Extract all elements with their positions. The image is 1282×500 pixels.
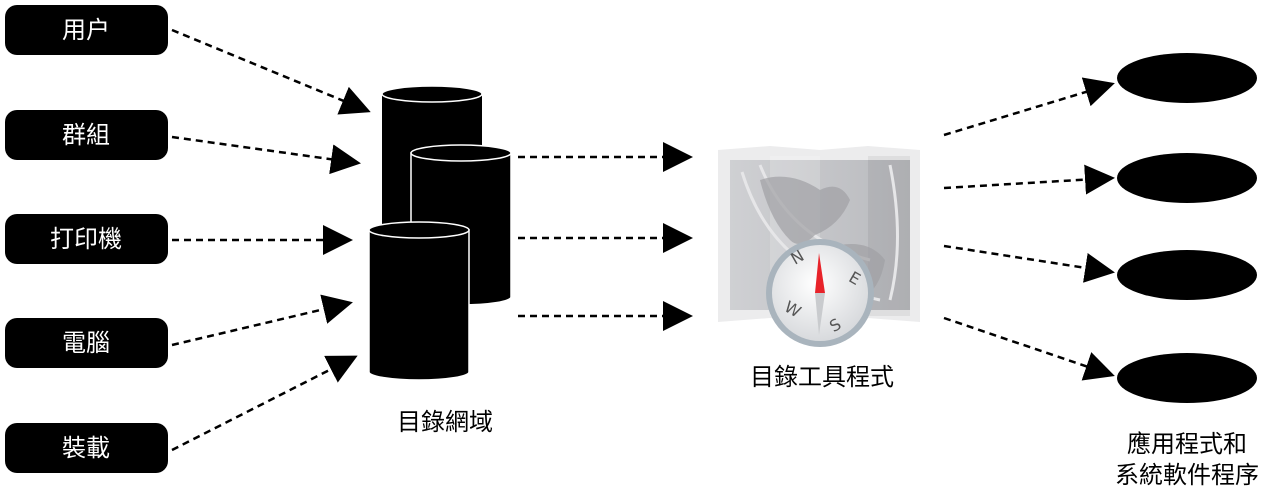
app-node <box>1117 250 1257 300</box>
domain-arrows <box>518 142 693 331</box>
source-label: 打印機 <box>50 225 122 253</box>
source-node-users: 用户 <box>5 5 168 55</box>
apps-label-line1: 應用程式和 <box>1127 430 1247 458</box>
app-arrows <box>943 77 1115 381</box>
source-node-printers: 打印機 <box>5 214 168 264</box>
arrow <box>943 244 1115 283</box>
source-label: 用户 <box>62 16 110 44</box>
app-node <box>1117 353 1257 403</box>
directory-domain-label: 目錄網域 <box>397 408 493 436</box>
apps-label-line2: 系統軟件程序 <box>1115 461 1259 489</box>
source-node-computers: 電腦 <box>5 318 168 368</box>
arrow <box>943 77 1115 137</box>
arrow <box>171 355 358 452</box>
arrow <box>943 164 1115 195</box>
app-node <box>1117 53 1257 103</box>
directory-utility-label: 目錄工具程式 <box>750 363 894 391</box>
directory-domain-databases <box>368 85 512 381</box>
source-node-mounts: 裝載 <box>5 423 168 473</box>
source-label: 電腦 <box>62 329 110 357</box>
source-label: 裝載 <box>62 434 110 462</box>
source-label: 群組 <box>62 121 110 149</box>
database-cylinder-icon <box>368 221 470 381</box>
arrow <box>171 28 371 115</box>
source-arrows <box>171 28 371 452</box>
source-node-groups: 群組 <box>5 110 168 160</box>
app-node <box>1117 153 1257 203</box>
app-nodes <box>1117 53 1257 403</box>
directory-utility-map-compass-icon: N E S W <box>718 146 920 347</box>
arrow <box>943 316 1115 381</box>
arrow <box>171 294 353 347</box>
arrow <box>171 135 361 175</box>
